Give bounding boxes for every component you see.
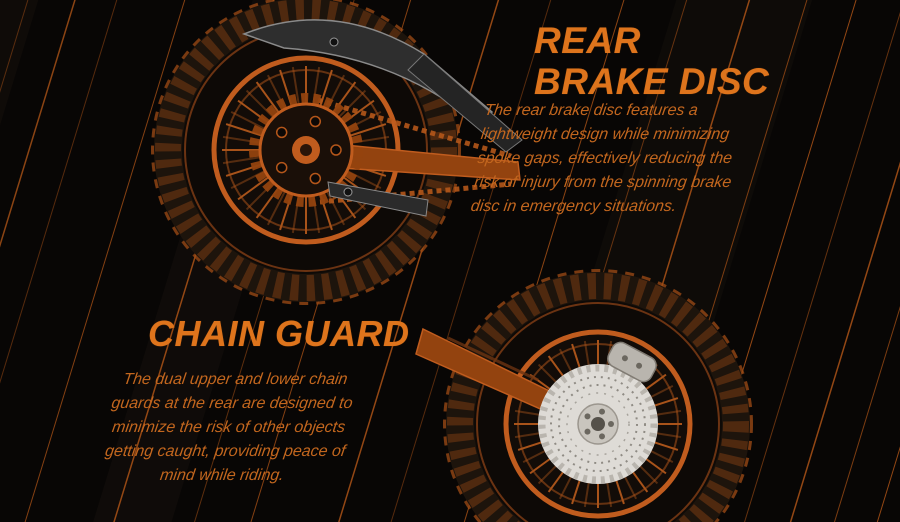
rear-wheel-brake-disc-illustration bbox=[415, 271, 751, 522]
rear-wheel-chain-guard-illustration bbox=[153, 0, 523, 303]
rear-brake-disc-heading-line2: BRAKE DISC bbox=[534, 61, 770, 103]
rear-brake-disc-heading: REAR BRAKE DISC bbox=[534, 20, 769, 103]
chain-guard-heading: CHAIN GUARD bbox=[148, 313, 410, 354]
hub bbox=[582, 408, 614, 440]
brake-disc bbox=[538, 364, 658, 484]
swingarm bbox=[415, 327, 590, 432]
lower-chain-guard bbox=[327, 181, 429, 217]
disc-bolts bbox=[584, 408, 614, 440]
guard-bolt bbox=[343, 187, 353, 197]
guard-bolt bbox=[329, 37, 339, 47]
chain-guard-description: The dual upper and lower chain guards at… bbox=[103, 371, 354, 484]
brake-caliper bbox=[607, 341, 657, 383]
rear-brake-disc-heading-line1: REAR bbox=[534, 20, 641, 61]
upper-chain-guard bbox=[241, 19, 494, 123]
sprocket bbox=[258, 102, 354, 198]
hub bbox=[292, 136, 320, 164]
axle bbox=[300, 144, 312, 156]
sprocket-teeth bbox=[249, 93, 363, 207]
swingarm-detail bbox=[447, 336, 539, 382]
rear-brake-disc-description: The rear brake disc features a lightweig… bbox=[469, 102, 734, 215]
sprocket-bolts bbox=[275, 115, 342, 185]
